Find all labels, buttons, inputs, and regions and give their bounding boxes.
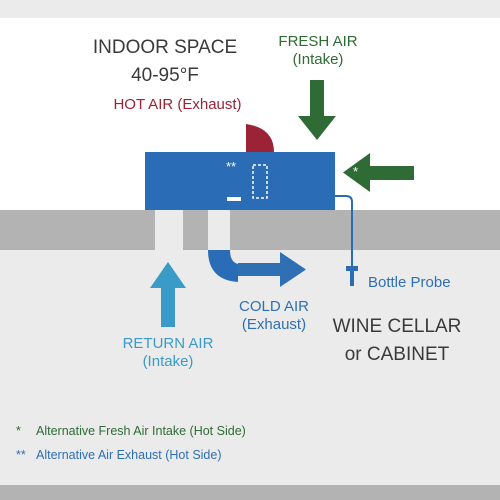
cold-air-chute bbox=[208, 250, 238, 282]
bottle-probe-wire bbox=[335, 195, 353, 272]
alternative-exhaust-outlet bbox=[252, 164, 268, 199]
wine-cellar-label-line1: WINE CELLAR bbox=[332, 316, 462, 337]
hot-air-exhaust-fin bbox=[246, 124, 274, 152]
fresh-air-label-line2: (Intake) bbox=[292, 51, 344, 68]
hot-air-label: HOT AIR (Exhaust) bbox=[113, 96, 242, 113]
fresh-air-label-line1: FRESH AIR bbox=[278, 33, 358, 50]
bottle-probe-label: Bottle Probe bbox=[368, 274, 451, 291]
bottle-probe-stem bbox=[350, 270, 354, 286]
alt-fresh-air-arrow bbox=[343, 153, 414, 192]
legend-text: Alternative Fresh Air Intake (Hot Side) bbox=[36, 424, 246, 438]
legend-item-fresh-air-intake: * Alternative Fresh Air Intake (Hot Side) bbox=[16, 424, 346, 448]
cold-air-label-line1: COLD AIR bbox=[238, 298, 310, 315]
bottom-frame-band bbox=[0, 485, 500, 500]
top-frame-band bbox=[0, 0, 500, 18]
legend-marker: ** bbox=[16, 448, 26, 462]
cold-air-arrow bbox=[238, 252, 306, 287]
unit-double-asterisk-marker: ** bbox=[226, 159, 237, 174]
legend-text: Alternative Air Exhaust (Hot Side) bbox=[36, 448, 222, 462]
legend: * Alternative Fresh Air Intake (Hot Side)… bbox=[16, 424, 346, 472]
return-air-label-line1: RETURN AIR bbox=[122, 335, 214, 352]
indoor-temp-range: 40-95°F bbox=[131, 65, 199, 86]
wine-cellar-label-line2: or CABINET bbox=[344, 344, 450, 365]
bottle-probe-tip bbox=[346, 266, 358, 271]
return-air-arrow bbox=[150, 262, 186, 327]
cellar-area bbox=[0, 250, 500, 485]
cold-air-label-line2: (Exhaust) bbox=[241, 316, 307, 333]
wall-band bbox=[0, 210, 500, 250]
legend-item-air-exhaust: ** Alternative Air Exhaust (Hot Side) bbox=[16, 448, 346, 472]
indoor-space-title: INDOOR SPACE bbox=[92, 37, 238, 58]
fresh-air-arrow bbox=[298, 80, 336, 140]
return-air-label-line2: (Intake) bbox=[142, 353, 194, 370]
cold-air-duct bbox=[208, 210, 230, 250]
unit-indicator bbox=[227, 197, 241, 201]
legend-marker: * bbox=[16, 424, 21, 438]
unit-single-asterisk-marker: * bbox=[353, 164, 359, 179]
return-air-duct bbox=[155, 210, 183, 250]
